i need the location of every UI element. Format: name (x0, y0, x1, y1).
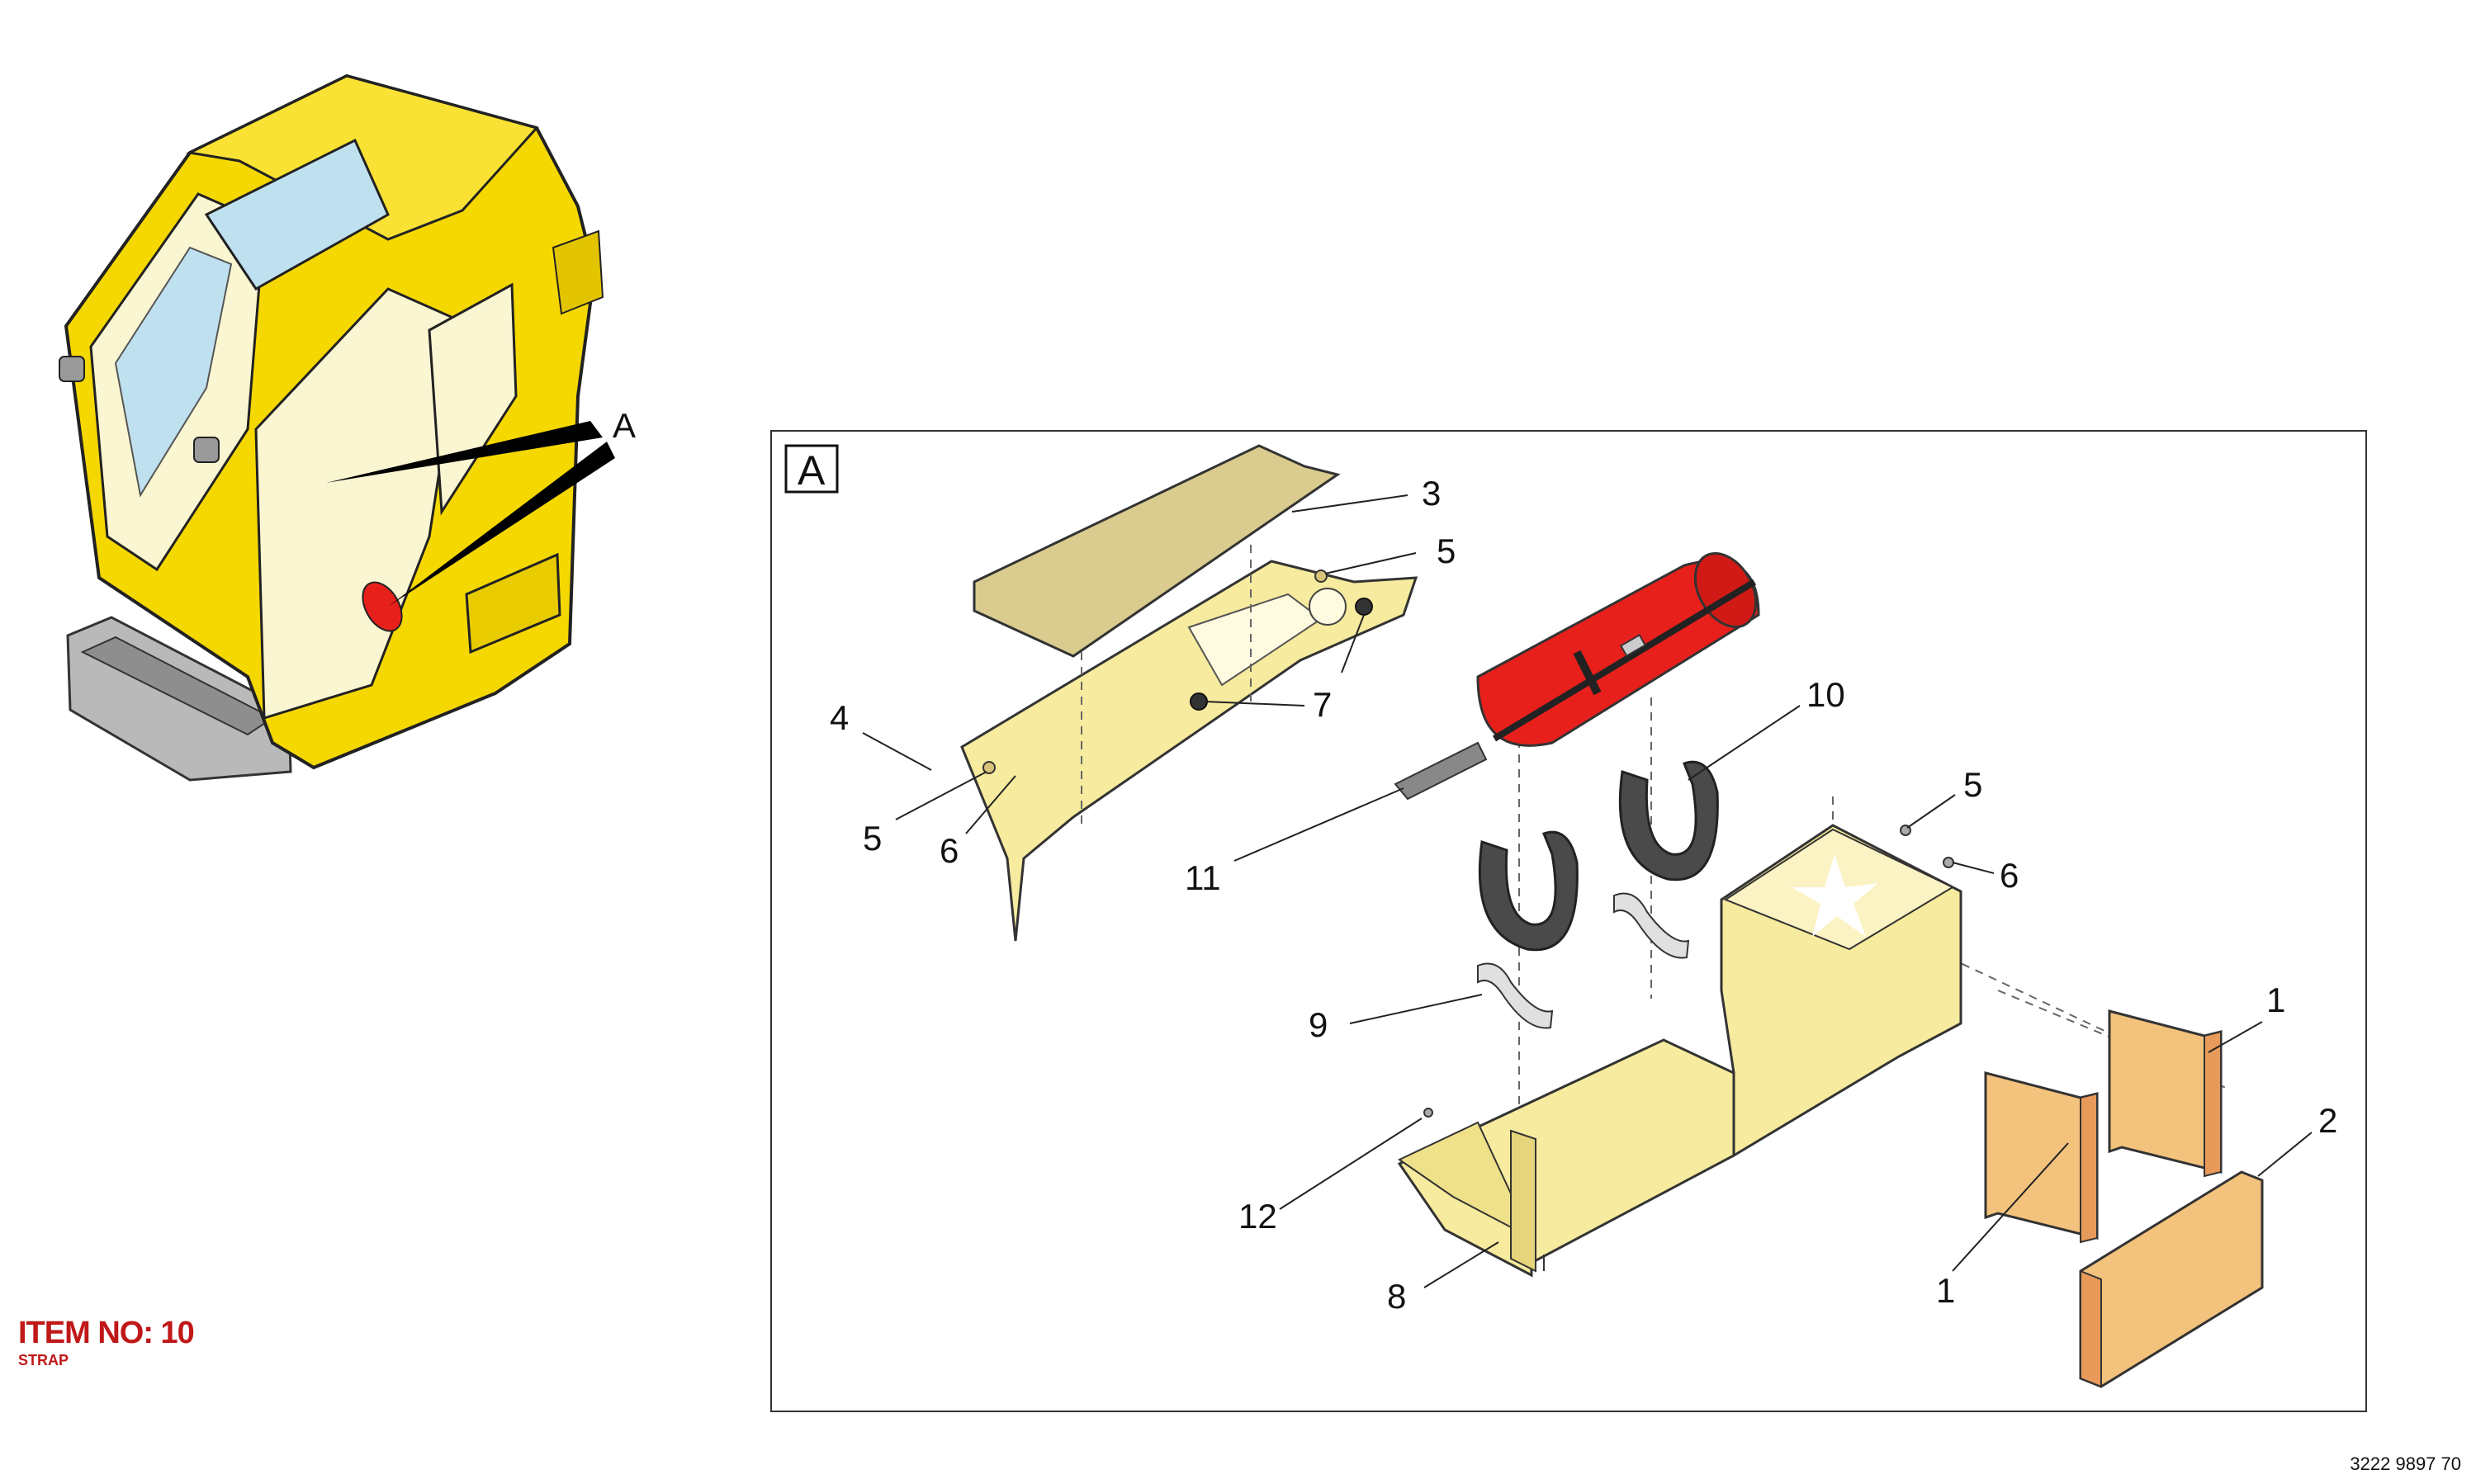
callout-3: 3 (1422, 474, 1441, 513)
knob-icon (1355, 598, 1373, 616)
strap (1478, 830, 1579, 952)
callout-7: 7 (1313, 685, 1332, 724)
knob-icon (1190, 692, 1208, 711)
cab-overview: A (59, 73, 636, 782)
screw-icon (1943, 857, 1954, 868)
washer-icon (1314, 569, 1328, 583)
callout-5: 5 (863, 819, 882, 858)
document-number: 3222 9897 70 (2350, 1453, 2461, 1474)
callout-6: 6 (940, 831, 959, 870)
callout-5: 5 (1963, 765, 1982, 804)
detail-pointer (388, 442, 615, 607)
callout-12: 12 (1238, 1197, 1277, 1236)
callout-5: 5 (1437, 532, 1456, 570)
cover-panel (973, 444, 1341, 658)
callout-9: 9 (1309, 1005, 1328, 1044)
callout-leaders (862, 494, 2313, 1288)
fire-extinguisher (1394, 551, 1760, 801)
washer-icon (982, 761, 996, 774)
cab-extinguisher (362, 581, 403, 632)
work-lamp-icon (59, 356, 85, 382)
foam-pad-large (2079, 1170, 2264, 1388)
item-name: STRAP (18, 1352, 69, 1368)
clip (1613, 892, 1690, 959)
callout-10: 10 (1806, 675, 1845, 714)
detail-pointer (326, 421, 603, 483)
callout-1: 1 (1936, 1271, 1955, 1310)
strap (1618, 760, 1719, 881)
cab-rear-window (204, 138, 390, 291)
base-bracket (1397, 824, 1962, 1278)
callout-4: 4 (830, 698, 849, 737)
callout-1: 1 (2266, 981, 2285, 1019)
detail-ref-label: A (613, 406, 636, 445)
star-cutout (1792, 854, 1878, 937)
callout-11: 11 (1185, 858, 1221, 897)
work-lamp-icon (193, 437, 220, 463)
clip (1477, 962, 1554, 1029)
callout-2: 2 (2318, 1101, 2337, 1140)
detail-frame (770, 430, 2367, 1412)
item-number-title: ITEM NO: 10 (18, 1316, 195, 1350)
callout-6: 6 (2000, 856, 2019, 895)
nozzle (1394, 741, 1488, 801)
detail-frame-label: A (798, 447, 826, 494)
cab-interior (254, 287, 464, 721)
callout-8: 8 (1387, 1277, 1406, 1316)
screw-icon (1423, 1108, 1433, 1118)
callout-labels: 3 5 4 7 5 6 10 11 5 6 9 1 2 12 8 1 (830, 474, 2337, 1316)
detail-frame-tag (784, 444, 839, 494)
